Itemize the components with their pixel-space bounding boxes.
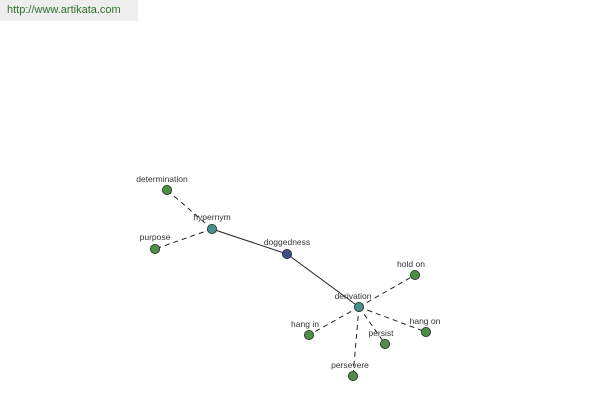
edge-derivation-persist: [358, 306, 386, 345]
graph-node-hold-on[interactable]: hold on: [397, 259, 425, 280]
node-label[interactable]: persist: [368, 328, 394, 338]
node-label[interactable]: derivation: [335, 291, 372, 301]
node-circle[interactable]: [420, 326, 431, 337]
node-label[interactable]: purpose: [140, 232, 171, 242]
node-circle[interactable]: [206, 223, 217, 234]
graph-node-hypernym[interactable]: hypernym: [193, 212, 231, 234]
edge-hypernym-determination: [166, 189, 213, 230]
edge-derivation-hang_on: [358, 306, 427, 333]
graph-edges: [154, 189, 427, 377]
node-label[interactable]: determination: [136, 174, 188, 184]
node-circle[interactable]: [353, 301, 364, 312]
node-label[interactable]: hang in: [291, 319, 319, 329]
node-circle[interactable]: [379, 338, 390, 349]
graph-node-hang-on[interactable]: hang on: [410, 316, 441, 337]
edge-derivation-hang_in: [308, 306, 360, 336]
node-circle[interactable]: [347, 370, 358, 381]
edge-derivation-persevere: [352, 306, 360, 377]
graph-node-persist[interactable]: persist: [368, 328, 394, 349]
edge-doggedness-derivation: [286, 253, 360, 308]
graph-node-persevere[interactable]: persevere: [331, 360, 369, 381]
edge-hypernym-purpose: [154, 228, 213, 250]
site-url-link[interactable]: http://www.artikata.com: [0, 0, 138, 21]
graph-node-purpose[interactable]: purpose: [140, 232, 171, 254]
node-label[interactable]: hang on: [410, 316, 441, 326]
graph-node-hang-in[interactable]: hang in: [291, 319, 319, 340]
node-circle[interactable]: [303, 329, 314, 340]
node-label[interactable]: doggedness: [264, 237, 310, 247]
edge-derivation-hold_on: [358, 274, 416, 308]
node-circle[interactable]: [409, 269, 420, 280]
graph-node-determination[interactable]: determination: [136, 174, 188, 195]
graph-node-doggedness[interactable]: doggedness: [264, 237, 310, 259]
node-label[interactable]: hold on: [397, 259, 425, 269]
node-label[interactable]: hypernym: [193, 212, 230, 222]
node-circle[interactable]: [281, 248, 292, 259]
edge-hypernym-doggedness: [211, 228, 288, 255]
node-circle[interactable]: [149, 243, 160, 254]
node-circle[interactable]: [161, 184, 172, 195]
graph-nodes: doggedness hypernym derivation determinatio…: [136, 174, 441, 381]
graph-node-derivation[interactable]: derivation: [335, 291, 372, 312]
node-label[interactable]: persevere: [331, 360, 369, 370]
